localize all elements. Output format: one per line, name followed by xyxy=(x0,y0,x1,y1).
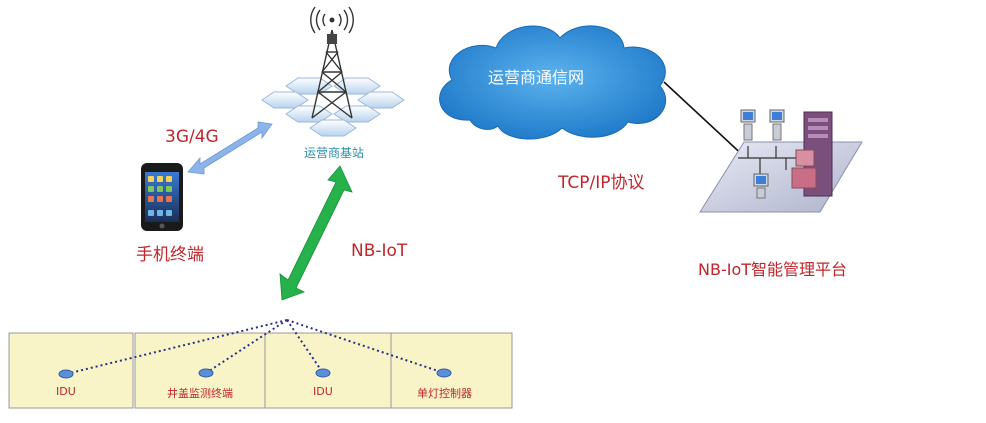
base-station-label: 运营商基站 xyxy=(304,146,365,160)
device-panel xyxy=(390,332,513,409)
device-node-icon xyxy=(436,368,452,378)
platform-label: NB-IoT智能管理平台 xyxy=(698,260,848,279)
tcpip-link-line xyxy=(663,81,749,161)
link-3g4g-label: 3G/4G xyxy=(165,127,219,147)
phone-icon xyxy=(141,163,183,231)
device-node-icon xyxy=(58,369,74,379)
3g4g-arrow xyxy=(187,121,273,175)
nbiot-dotted-links xyxy=(65,319,445,375)
base-station-hex-grid xyxy=(261,77,405,137)
device-node-icon xyxy=(315,368,331,378)
phone-label: 手机终端 xyxy=(136,245,204,265)
device-label: IDU xyxy=(313,385,333,398)
carrier-network-cloud xyxy=(439,25,667,140)
device-label: 单灯控制器 xyxy=(417,387,472,400)
device-node-icon xyxy=(198,368,214,378)
tcpip-label: TCP/IP协议 xyxy=(558,173,645,193)
device-label: 井盖监测终端 xyxy=(167,387,233,400)
device-panel xyxy=(8,332,134,409)
nbiot-arrow xyxy=(279,165,353,301)
cloud-label: 运营商通信网 xyxy=(488,68,585,87)
management-platform-icon xyxy=(699,109,863,213)
device-label: IDU xyxy=(56,385,76,398)
device-nodes xyxy=(58,368,452,379)
antenna-tower-icon xyxy=(310,6,354,119)
nbiot-link-label: NB-IoT xyxy=(351,241,408,261)
